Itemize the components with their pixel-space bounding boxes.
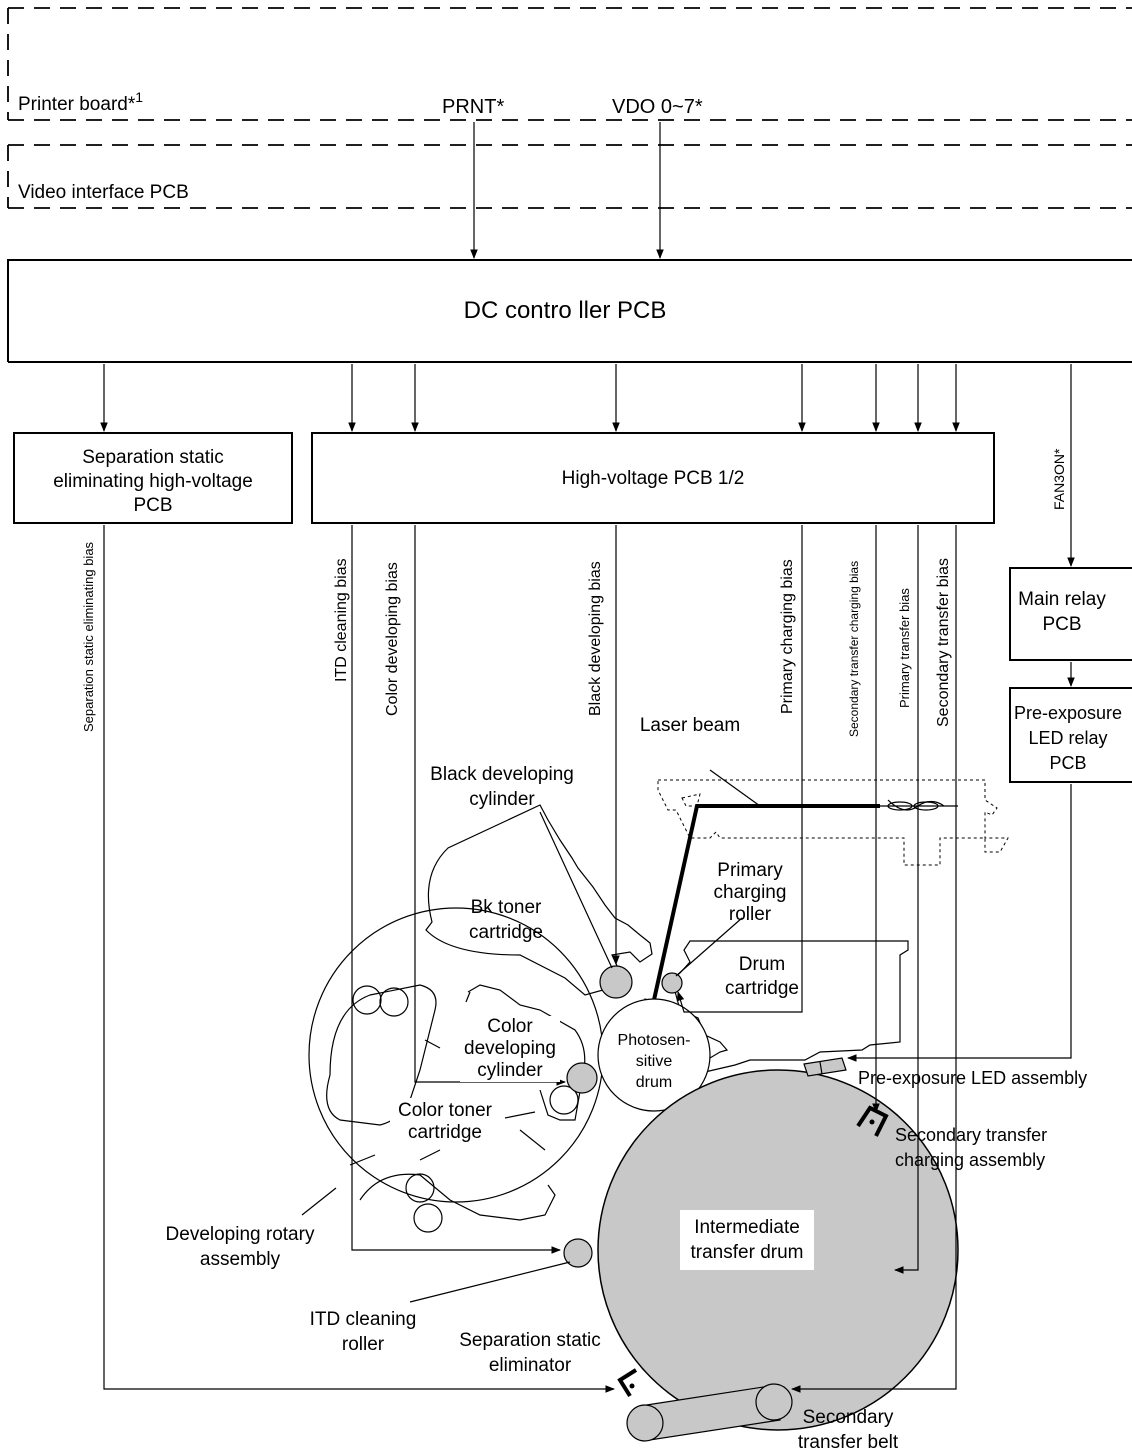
video-interface-label: Video interface PCB (18, 182, 189, 203)
sep-bias-label: Separation static eliminating bias (81, 541, 96, 732)
bk-toner-cartridge-outline (425, 804, 653, 996)
main-relay-line1: Main relay (1018, 589, 1106, 610)
laser-beam-path (644, 804, 880, 1020)
sec-transfer-belt-line2: transfer belt (798, 1432, 899, 1453)
sec-transfer-belt-line1: Secondary (803, 1407, 894, 1428)
black-developing-cylinder (599, 965, 633, 999)
pre-exposure-led-label: Pre-exposure LED assembly (858, 1068, 1087, 1088)
laser-beam-label: Laser beam (640, 715, 740, 736)
color-dev-bias-label: Color developing bias (384, 562, 401, 716)
high-voltage-pcb: High-voltage PCB 1/2 (311, 432, 995, 524)
itd-line2: transfer drum (691, 1242, 804, 1263)
photo-drum-line3: drum (636, 1074, 672, 1091)
dc-controller-label: DC contro ller PCB (464, 297, 667, 324)
primary-roller-line1: Primary (717, 860, 783, 881)
drum-cartridge-line2: cartridge (725, 978, 799, 999)
primary-transfer-bias-label: Primary transfer bias (897, 588, 912, 708)
itd-bias-label: ITD cleaning bias (333, 558, 350, 682)
black-dev-cyl-line1: Black developing (430, 764, 574, 785)
itd-line1: Intermediate (694, 1217, 800, 1238)
color-dev-cyl-line1: Color (487, 1016, 533, 1037)
main-relay-pcb: Main relay PCB (1009, 567, 1132, 661)
pre-exposure-led-assembly (803, 1057, 847, 1077)
sec-transfer-charging-bias-label: Secondary transfer charging bias (847, 561, 861, 737)
color-developing-cylinder (566, 1062, 598, 1094)
color-toner-line2: cartridge (408, 1122, 482, 1143)
dev-rotary-line1: Developing rotary (166, 1224, 315, 1245)
main-relay-line2: PCB (1042, 614, 1081, 635)
black-dev-bias-label: Black developing bias (587, 561, 604, 716)
separation-static-eliminator (617, 1368, 638, 1398)
sep-eliminator-line1: Separation static (459, 1330, 601, 1351)
pre-exp-relay-line2: LED relay (1028, 728, 1107, 748)
sep-pcb-line2: eliminating high-voltage (53, 471, 253, 492)
sep-eliminator-line2: eliminator (489, 1355, 572, 1376)
pre-exposure-relay-pcb: Pre-exposure LED relay PCB (1009, 687, 1132, 783)
high-voltage-label: High-voltage PCB 1/2 (562, 468, 745, 489)
photo-drum-line2: sitive (636, 1053, 673, 1070)
video-interface-pcb: Video interface PCB (7, 144, 1132, 209)
primary-charging-roller (661, 972, 683, 994)
fan3on-signal-label: FAN3ON* (1051, 448, 1067, 510)
primary-charging-bias-label: Primary charging bias (779, 559, 796, 714)
vdo-signal-label: VDO 0~7* (612, 96, 703, 118)
photosensitive-drum (597, 998, 711, 1112)
pre-exp-relay-line1: Pre-exposure (1014, 703, 1122, 723)
itd-cleaning-roller (563, 1238, 593, 1268)
leader-lines (301, 811, 743, 1303)
itd-cleaning-roller-line2: roller (342, 1334, 385, 1355)
rotary-internals (326, 984, 586, 1233)
secondary-transfer-bias-label: Secondary transfer bias (935, 558, 952, 727)
bias-wiring (103, 525, 1072, 1393)
color-dev-cyl-line2: developing (464, 1038, 556, 1059)
sep-pcb-line3: PCB (133, 495, 172, 516)
drum-cartridge-line1: Drum (739, 954, 785, 975)
color-toner-line1: Color toner (398, 1100, 493, 1121)
svg-text:Printer board*1: Printer board*1 (18, 89, 143, 115)
secondary-transfer-belt (626, 1383, 793, 1442)
dev-rotary-line2: assembly (200, 1249, 281, 1270)
separation-hv-pcb: Separation static eliminating high-volta… (13, 432, 293, 524)
itd-cleaning-roller-line1: ITD cleaning (310, 1309, 417, 1330)
pre-exp-relay-line3: PCB (1049, 753, 1086, 773)
printer-board-footnote: 1 (135, 89, 143, 105)
prnt-signal-label: PRNT* (442, 96, 504, 118)
sec-transfer-charging-line1: Secondary transfer (895, 1125, 1047, 1145)
dc-output-arrows (100, 364, 1075, 567)
primary-roller-line2: charging (714, 882, 787, 903)
photo-drum-line1: Photosen- (618, 1032, 691, 1049)
primary-roller-line3: roller (729, 904, 772, 925)
bk-toner-line2: cartridge (469, 922, 543, 943)
printer-board-label: Printer board* (18, 94, 136, 115)
dc-controller-pcb: DC contro ller PCB (7, 259, 1132, 363)
printer-board: Printer board*1 (7, 7, 1132, 121)
bk-toner-line1: Bk toner (471, 897, 542, 918)
black-dev-cyl-line2: cylinder (469, 789, 535, 810)
sec-transfer-charging-line2: charging assembly (895, 1150, 1045, 1170)
color-dev-cyl-line3: cylinder (477, 1060, 543, 1081)
sep-pcb-line1: Separation static (82, 447, 224, 468)
laser-beam-leader (709, 769, 761, 807)
